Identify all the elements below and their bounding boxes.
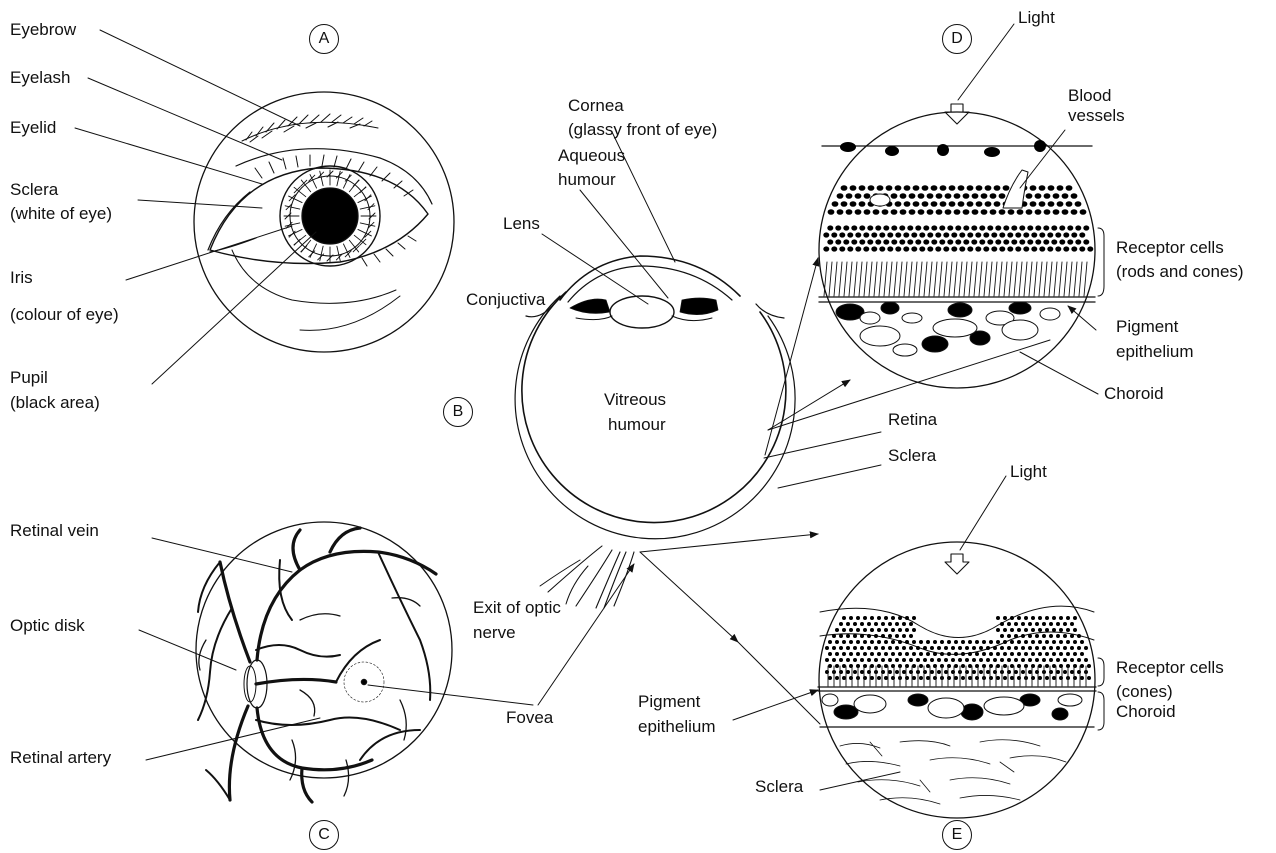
- label-exit-optic-2: nerve: [473, 623, 516, 643]
- label-sclera-external: Sclera: [10, 180, 58, 200]
- label-light-e: Light: [1010, 462, 1047, 482]
- label-blood-vessels: Blood: [1068, 86, 1111, 106]
- panel-d-retina-detail: [819, 104, 1104, 388]
- label-optic-disk: Optic disk: [10, 616, 85, 636]
- label-aqueous-2: humour: [558, 170, 616, 190]
- panel-label-a: A: [309, 24, 339, 54]
- panel-c-fundus: [196, 522, 452, 802]
- lens-drawing: [610, 296, 674, 328]
- label-receptor-d-2: (rods and cones): [1116, 262, 1244, 282]
- panel-label-e: E: [942, 820, 972, 850]
- label-iris: Iris: [10, 268, 33, 288]
- label-choroid-e: Choroid: [1116, 702, 1176, 722]
- label-pigment-d-2: epithelium: [1116, 342, 1194, 362]
- label-cornea: Cornea: [568, 96, 624, 116]
- panel-label-b: B: [443, 397, 473, 427]
- panel-e-fovea-detail: [818, 542, 1104, 818]
- label-pupil: Pupil: [10, 368, 48, 388]
- label-pigment-e-2: epithelium: [638, 717, 716, 737]
- label-sclera-external-note: (white of eye): [10, 204, 112, 224]
- label-receptor-d: Receptor cells: [1116, 238, 1224, 258]
- label-vitreous: Vitreous: [604, 390, 666, 410]
- label-choroid-d: Choroid: [1104, 384, 1164, 404]
- panel-label-d: D: [942, 24, 972, 54]
- label-iris-note: (colour of eye): [10, 305, 119, 325]
- label-pigment-e: Pigment: [638, 692, 700, 712]
- label-vitreous-2: humour: [608, 415, 666, 435]
- label-receptor-e-2: (cones): [1116, 682, 1173, 702]
- label-pupil-note: (black area): [10, 393, 100, 413]
- label-retina: Retina: [888, 410, 937, 430]
- label-aqueous: Aqueous: [558, 146, 625, 166]
- panel-e-circle: [819, 542, 1095, 818]
- label-receptor-e: Receptor cells: [1116, 658, 1224, 678]
- label-light-d: Light: [1018, 8, 1055, 28]
- label-retinal-vein: Retinal vein: [10, 521, 99, 541]
- label-eyelash: Eyelash: [10, 68, 70, 88]
- label-fovea: Fovea: [506, 708, 553, 728]
- label-cornea-note: (glassy front of eye): [568, 120, 717, 140]
- panel-label-c: C: [309, 820, 339, 850]
- label-pigment-d: Pigment: [1116, 317, 1178, 337]
- label-lens: Lens: [503, 214, 540, 234]
- panel-a-external-eye: [194, 92, 454, 352]
- label-retinal-artery: Retinal artery: [10, 748, 111, 768]
- label-conjuctiva: Conjuctiva: [466, 290, 545, 310]
- label-eyelid: Eyelid: [10, 118, 56, 138]
- pupil-drawing: [302, 188, 358, 244]
- label-sclera-e: Sclera: [755, 777, 803, 797]
- label-exit-optic: Exit of optic: [473, 598, 561, 618]
- label-sclera-b: Sclera: [888, 446, 936, 466]
- label-eyebrow: Eyebrow: [10, 20, 76, 40]
- label-blood-vessels-2: vessels: [1068, 106, 1125, 126]
